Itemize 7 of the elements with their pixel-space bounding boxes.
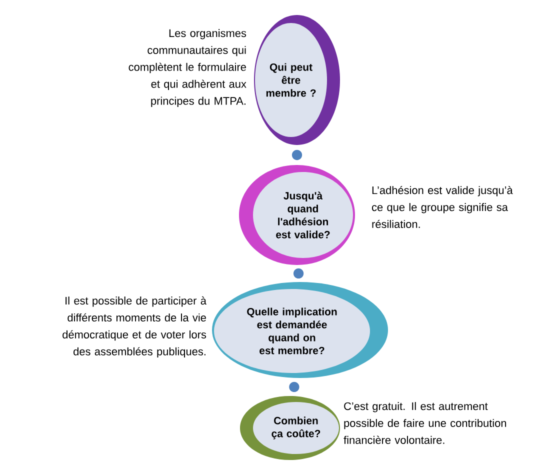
connector-dot (292, 150, 302, 160)
description-text: L’adhésion est valide jusqu’à ce que le groupe signifie sa résiliation. (372, 186, 513, 228)
connector-dot (293, 268, 304, 279)
description-text: C’est gratuit. Il est autrement possible de faire une contribution financière volontaire. (344, 402, 506, 444)
description-text: Les organismes communautaires qui complètent le formulaire et qui adhèrent aux principes du MTPA. (128, 29, 246, 107)
connector-dot (289, 382, 300, 392)
description-text: Il est possible de participer à différents moments de la vie démocratique et de voter lors des assemblées publiques. (62, 296, 206, 358)
